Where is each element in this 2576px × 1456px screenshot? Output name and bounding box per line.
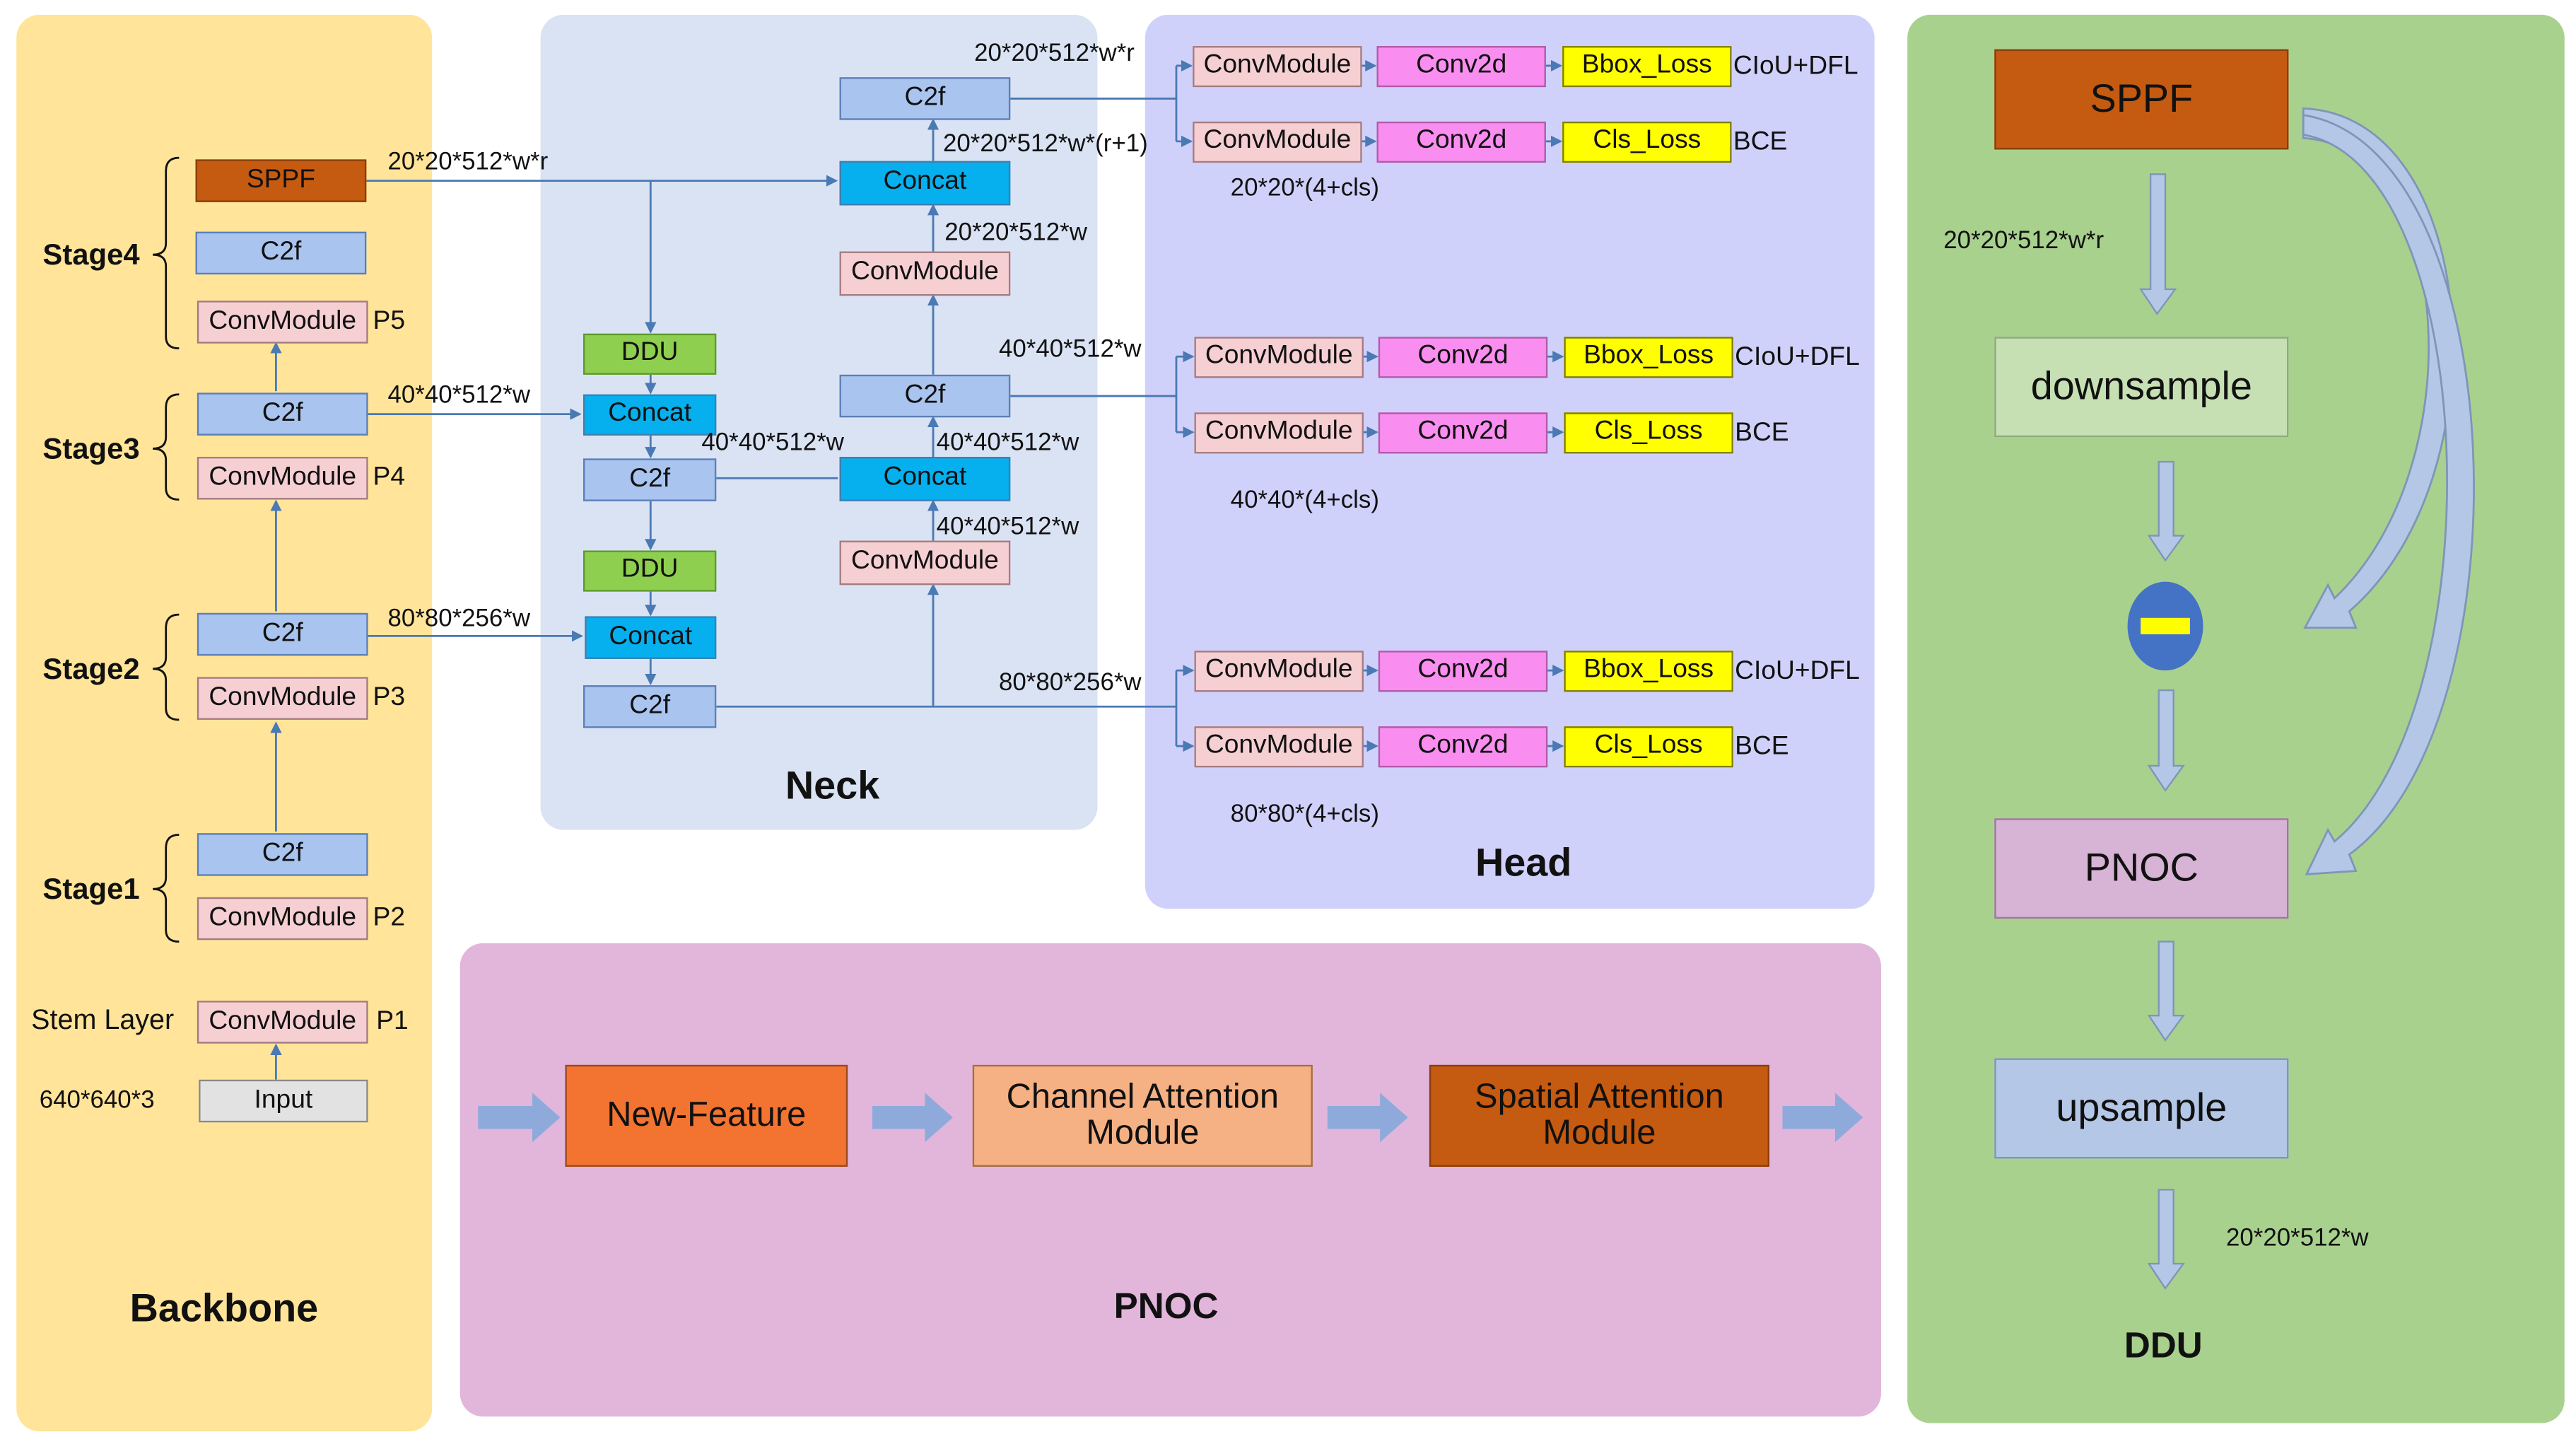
head-conv2d-80-bbox: Conv2d [1378, 651, 1548, 692]
ddu-title: DDU [2124, 1324, 2203, 1366]
pnoc-title: PNOC [1113, 1285, 1219, 1327]
neck-c2f-block-left-bottom: C2f [583, 685, 717, 728]
neck-dims-4: 40*40*512*w [998, 335, 1142, 363]
neck-c2f-block-right-top: C2f [839, 77, 1011, 120]
neck-concat-block-left-top: Concat [583, 394, 717, 436]
head-conv2d-40-cls: Conv2d [1378, 412, 1548, 454]
head-cls-metric-80: BCE [1735, 733, 1789, 761]
stem-convmodule-block: ConvModule [197, 1001, 368, 1044]
neck-dims-3: 20*20*512*w [944, 219, 1087, 247]
ddu-upsample-block: upsample [1994, 1058, 2289, 1159]
neck-convmodule-block-top: ConvModule [839, 251, 1011, 296]
head-convmodule-80-cls: ConvModule [1194, 726, 1364, 768]
head-convmodule-20-cls: ConvModule [1193, 121, 1362, 163]
p1-label: P1 [376, 1007, 409, 1036]
head-convmodule-20-bbox: ConvModule [1193, 46, 1362, 88]
head-cls-loss-20: Cls_Loss [1562, 121, 1732, 163]
head-out-dims-80: 80*80*(4+cls) [1230, 800, 1379, 829]
head-bbox-metric-80: CIoU+DFL [1735, 657, 1860, 686]
head-convmodule-80-bbox: ConvModule [1194, 651, 1364, 692]
stage1-label: Stage1 [42, 872, 140, 906]
head-cls-metric-20: BCE [1733, 128, 1788, 156]
head-cls-loss-40: Cls_Loss [1564, 412, 1733, 454]
input-dims-label: 640*640*3 [39, 1086, 155, 1114]
stage2-label: Stage2 [42, 652, 140, 686]
backbone-title: Backbone [129, 1286, 319, 1332]
stage1-c2f-block: C2f [197, 833, 368, 876]
backbone-out-dims-80: 80*80*256*w [387, 605, 531, 633]
ddu-panel [1907, 14, 2565, 1423]
p4-label: P4 [373, 463, 406, 491]
neck-dims-2: 20*20*512*w*(r+1) [942, 129, 1148, 158]
ddu-sppf-block: SPPF [1994, 49, 2289, 150]
head-bbox-loss-20: Bbox_Loss [1562, 46, 1732, 88]
stage2-c2f-block: C2f [197, 612, 368, 656]
ddu-dims-in: 20*20*512*w*r [1943, 226, 2104, 255]
p5-label: P5 [373, 307, 406, 336]
head-out-dims-20: 20*20*(4+cls) [1230, 174, 1379, 202]
head-bbox-loss-80: Bbox_Loss [1564, 651, 1733, 692]
p2-label: P2 [373, 904, 406, 932]
neck-c2f-block-right-mid: C2f [839, 374, 1011, 418]
stage3-c2f-block: C2f [197, 392, 368, 436]
ddu-pnoc-block: PNOC [1994, 818, 2289, 919]
head-bbox-metric-20: CIoU+DFL [1733, 52, 1858, 81]
stage4-c2f-block: C2f [195, 231, 367, 275]
neck-c2f-block-left-top: C2f [583, 458, 717, 501]
head-cls-metric-40: BCE [1735, 419, 1789, 448]
input-block: Input [199, 1079, 368, 1123]
stage4-label: Stage4 [42, 238, 140, 272]
neck-concat-block-right-mid: Concat [839, 457, 1011, 501]
head-conv2d-40-bbox: Conv2d [1378, 337, 1548, 378]
stage3-label: Stage3 [42, 432, 140, 465]
neck-dims-1: 20*20*512*w*r [974, 39, 1135, 68]
head-conv2d-20-cls: Conv2d [1376, 121, 1546, 163]
head-bbox-loss-40: Bbox_Loss [1564, 337, 1733, 378]
head-out-dims-40: 40*40*(4+cls) [1230, 486, 1379, 515]
p3-label: P3 [373, 683, 406, 712]
pnoc-flow-arrows [478, 1093, 1863, 1143]
neck-ddu-block-bottom: DDU [583, 550, 717, 592]
stage-braces [153, 156, 180, 943]
head-cls-loss-80: Cls_Loss [1564, 726, 1733, 768]
backbone-out-dims-20: 20*20*512*w*r [387, 148, 549, 176]
ddu-skip-arrows [2302, 107, 2475, 875]
backbone-out-dims-40: 40*40*512*w [387, 381, 531, 409]
stage4-convmodule-block: ConvModule [197, 301, 368, 344]
pnoc-new-feature-block: New-Feature [565, 1064, 848, 1167]
ddu-dims-out: 20*20*512*w [2226, 1224, 2369, 1252]
head-conv2d-20-bbox: Conv2d [1376, 46, 1546, 88]
neck-title: Neck [785, 764, 880, 809]
ddu-flow-arrows [2139, 173, 2185, 1290]
neck-convmodule-block-bottom: ConvModule [839, 540, 1011, 586]
stage2-convmodule-block: ConvModule [197, 677, 368, 720]
subtract-operator-icon [2127, 581, 2203, 671]
stage1-convmodule-block: ConvModule [197, 897, 368, 940]
head-convmodule-40-bbox: ConvModule [1194, 337, 1364, 378]
neck-dims-5: 40*40*512*w [701, 429, 844, 458]
neck-concat-block-right-top: Concat [839, 161, 1011, 206]
stage3-convmodule-block: ConvModule [197, 457, 368, 500]
backbone-sppf-block: SPPF [195, 159, 367, 202]
neck-dims-8: 80*80*256*w [998, 668, 1142, 697]
ddu-downsample-block: downsample [1994, 337, 2289, 438]
head-convmodule-40-cls: ConvModule [1194, 412, 1364, 454]
neck-dims-6: 40*40*512*w [936, 429, 1079, 458]
neck-concat-block-left-bottom: Concat [585, 616, 717, 659]
stem-layer-label: Stem Layer [31, 1003, 175, 1036]
head-conv2d-80-cls: Conv2d [1378, 726, 1548, 768]
pnoc-panel [459, 943, 1881, 1417]
neck-dims-7: 40*40*512*w [936, 513, 1079, 541]
head-bbox-metric-40: CIoU+DFL [1735, 343, 1860, 372]
neck-ddu-block-top: DDU [583, 333, 717, 375]
head-title: Head [1475, 841, 1572, 886]
